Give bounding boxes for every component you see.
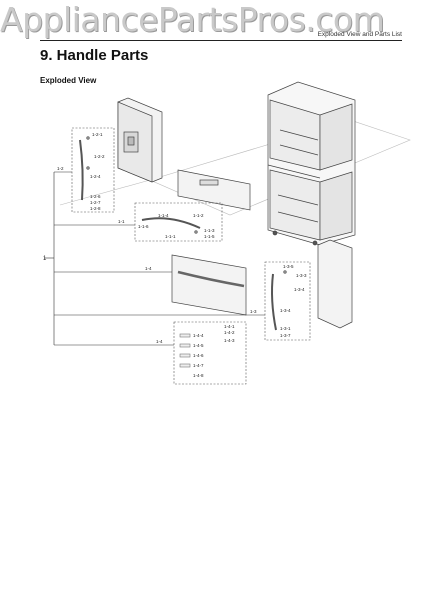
callout-group-lower-left: 1-4 <box>145 266 152 271</box>
right-handle-box <box>264 261 311 341</box>
part-label: 1-1-3 <box>204 228 215 233</box>
upper-door-handle <box>79 139 84 201</box>
part-label: 1-3-5 <box>283 264 294 269</box>
part-label: 1-2-6 <box>90 194 101 199</box>
part-label: 1-2-7 <box>90 200 101 205</box>
part-label: 1-4-3 <box>224 338 235 343</box>
middle-drawer-handle <box>141 217 201 229</box>
part-label: 1-4-5 <box>193 343 204 348</box>
watermark: AppliancePartsPros.com <box>0 0 385 39</box>
section-reference: Exploded View and Parts List <box>317 31 402 38</box>
part-label: 1-1-5 <box>204 234 215 239</box>
part-label: 1-4-1 <box>224 324 235 329</box>
part-label: 1-3-4 <box>294 287 305 292</box>
part-label: 1-1-2 <box>193 213 204 218</box>
flex-drawer-front <box>177 169 251 211</box>
part-label: 1-4-6 <box>193 353 204 358</box>
header-rule <box>40 40 402 41</box>
upper-handle-box <box>71 127 115 213</box>
right-door-handle <box>271 273 277 331</box>
callout-group-middle: 1-1 <box>118 219 125 224</box>
part-label: 1-1-1 <box>165 234 176 239</box>
middle-handle-box <box>134 202 223 242</box>
part-label: 1-4-2 <box>224 330 235 335</box>
left-door-panel <box>117 97 163 183</box>
page-subtitle: Exploded View <box>40 76 97 85</box>
part-label: 1-4-7 <box>193 363 204 368</box>
callout-group-right: 1-3 <box>250 309 257 314</box>
part-label: 1-3-3 <box>296 273 307 278</box>
part-label: 1-1-6 <box>138 224 149 229</box>
part-label: 1-2-1 <box>92 132 103 137</box>
part-label: 1-3-4 <box>280 308 291 313</box>
freezer-handle-parts <box>179 333 191 368</box>
part-label: 1-4-4 <box>193 333 204 338</box>
part-label: 1-4-8 <box>193 373 204 378</box>
part-label: 1-1-4 <box>158 213 169 218</box>
callout-tree-lines <box>44 171 265 346</box>
right-door-panel <box>317 239 353 329</box>
part-label: 1-2-4 <box>90 174 101 179</box>
bottom-handle-box <box>173 321 247 385</box>
callout-root: 1 <box>43 256 47 262</box>
freezer-drawer-front <box>171 254 247 316</box>
refrigerator-cabinet <box>267 81 356 246</box>
part-label: 1-2-2 <box>94 154 105 159</box>
part-label: 1-2-8 <box>90 206 101 211</box>
callout-group-upper: 1-2 <box>57 166 64 171</box>
callout-group-lower-mid: 1-4 <box>156 339 163 344</box>
part-label: 1-3-7 <box>280 333 291 338</box>
page-title: 9. Handle Parts <box>40 47 149 64</box>
part-label: 1-3-1 <box>280 326 291 331</box>
